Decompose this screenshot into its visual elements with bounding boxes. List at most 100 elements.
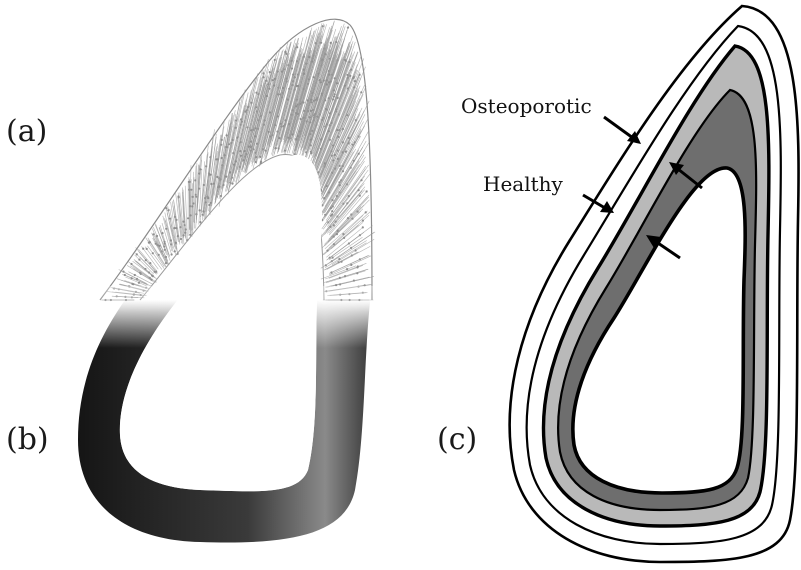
fiber-node <box>231 183 233 185</box>
fiber-node <box>221 139 223 141</box>
fiber-node <box>189 214 191 216</box>
fiber-node <box>177 253 179 255</box>
fiber-node <box>158 245 160 247</box>
fiber-node <box>151 274 153 276</box>
fiber-node <box>342 170 344 172</box>
fiber-node <box>184 232 186 234</box>
fiber-node <box>274 59 276 61</box>
fiber-node <box>346 268 348 270</box>
fiber-strand <box>321 266 356 279</box>
fiber-node <box>268 131 270 133</box>
left-specimen <box>60 5 400 542</box>
fiber-strand <box>326 277 373 288</box>
fiber-node <box>138 282 140 284</box>
fiber-node <box>186 239 188 241</box>
fiber-strand <box>321 241 367 269</box>
fiber-node <box>282 87 284 89</box>
fiber-node <box>142 248 144 250</box>
fiber-node <box>180 238 182 240</box>
fiber-node <box>165 262 167 264</box>
fiber-node <box>195 196 197 198</box>
fiber-node <box>320 42 322 44</box>
fiber-node <box>183 221 185 223</box>
fiber-node <box>177 235 179 237</box>
fiber-node <box>250 129 252 131</box>
fiber-node <box>334 77 336 79</box>
fiber-node <box>200 168 202 170</box>
fiber-node <box>360 179 362 181</box>
fiber-node <box>353 160 355 162</box>
fiber-node <box>340 261 342 263</box>
fiber-node <box>360 91 362 93</box>
fiber-node <box>169 218 171 220</box>
fiber-node <box>226 134 228 136</box>
fiber-node <box>136 253 138 255</box>
fiber-node <box>164 249 166 251</box>
fiber-node <box>321 119 323 121</box>
fiber-node <box>171 253 173 255</box>
fiber-node <box>277 115 279 117</box>
layered-specimen-c <box>510 6 799 562</box>
panel-label-a: (a) <box>6 114 47 149</box>
fiber-node <box>232 139 234 141</box>
fiber-node <box>174 250 176 252</box>
fiber-node <box>331 210 333 212</box>
fiber-node <box>284 150 286 152</box>
fiber-node <box>248 146 250 148</box>
fiber-node <box>203 184 205 186</box>
fiber-node <box>362 220 364 222</box>
fiber-node <box>280 123 282 125</box>
fiber-node <box>339 165 341 167</box>
fiber-node <box>335 284 337 286</box>
fiber-node <box>331 213 333 215</box>
fiber-node <box>229 171 231 173</box>
fiber-node <box>312 76 314 78</box>
fiber-node <box>170 239 172 241</box>
arrow-icon <box>604 117 641 144</box>
fiber-node <box>326 123 328 125</box>
fiber-node <box>334 154 336 156</box>
fiber-node <box>165 228 167 230</box>
fiber-node <box>202 210 204 212</box>
fiber-node <box>273 84 275 86</box>
fiber-node <box>310 110 312 112</box>
fiber-node <box>358 189 360 191</box>
fiber-node <box>259 156 261 158</box>
fiber-node <box>187 217 189 219</box>
fiber-node <box>148 242 150 244</box>
fiber-node <box>285 119 287 121</box>
fiber-node <box>359 195 361 197</box>
fiber-node <box>263 76 265 78</box>
fiber-node <box>191 205 193 207</box>
fiber-node <box>138 259 140 261</box>
fiber-node <box>150 279 152 281</box>
fiber-node <box>356 272 358 274</box>
fiber-node <box>365 211 367 213</box>
fiber-node <box>225 176 227 178</box>
fiber-strand <box>256 50 286 163</box>
fiber-node <box>362 226 364 228</box>
fiber-node <box>145 259 147 261</box>
fiber-node <box>310 139 312 141</box>
fiber-node <box>260 162 262 164</box>
fiber-node <box>329 139 331 141</box>
fiber-node <box>266 95 268 97</box>
fiber-node <box>199 221 201 223</box>
fiber-node <box>366 190 368 192</box>
fiber-node <box>269 71 271 73</box>
fiber-node <box>173 227 175 229</box>
fiber-node <box>269 111 271 113</box>
fiber-node <box>335 221 337 223</box>
fiber-node <box>350 264 352 266</box>
fiber-node <box>278 147 280 149</box>
fiber-node <box>199 209 201 211</box>
fiber-node <box>272 79 274 81</box>
fiber-node <box>347 27 349 29</box>
fiber-node <box>342 151 344 153</box>
fiber-node <box>332 257 334 259</box>
fiber-node <box>311 60 313 62</box>
fiber-node <box>348 242 350 244</box>
healthy-label: Healthy <box>483 172 564 196</box>
fiber-node <box>334 93 336 95</box>
